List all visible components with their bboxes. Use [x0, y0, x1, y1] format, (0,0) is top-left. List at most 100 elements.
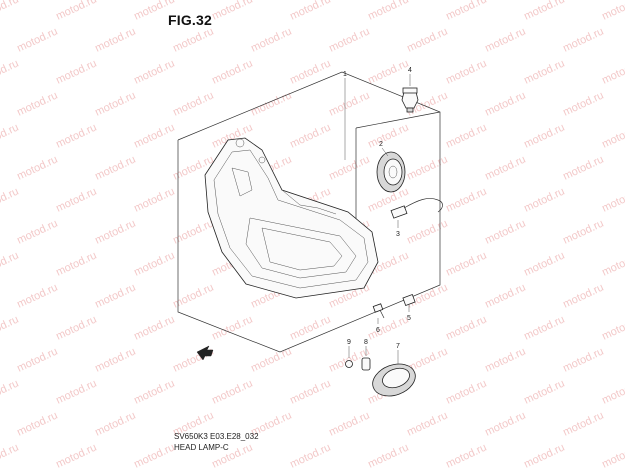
watermark-text: motod.ru	[54, 185, 98, 214]
watermark-text: motod.ru	[366, 313, 410, 342]
watermark-text: motod.ru	[522, 185, 566, 214]
callout-7: 7	[396, 343, 400, 350]
watermark-text: motod.ru	[522, 57, 566, 86]
watermark-text: motod.ru	[522, 121, 566, 150]
watermark-text: motod.ru	[327, 153, 371, 182]
watermark-text: motod.ru	[15, 409, 59, 438]
watermark-text: motod.ru	[288, 313, 332, 342]
watermark-text: motod.ru	[288, 0, 332, 23]
lens-cap	[372, 363, 416, 397]
callout-3: 3	[396, 231, 400, 238]
watermark-text: motod.ru	[0, 121, 21, 150]
watermark-text: motod.ru	[132, 249, 176, 278]
watermark-text: motod.ru	[132, 121, 176, 150]
position-lamp-socket	[402, 294, 416, 306]
watermark-text: motod.ru	[132, 377, 176, 406]
watermark-text: motod.ru	[522, 249, 566, 278]
watermark-text: motod.ru	[366, 57, 410, 86]
leader-lines	[344, 74, 411, 364]
watermark-text: motod.ru	[249, 25, 293, 54]
watermark-text: motod.ru	[132, 57, 176, 86]
watermark-text: motod.ru	[0, 313, 21, 342]
watermark-text: motod.ru	[561, 281, 605, 310]
watermark-text: motod.ru	[561, 25, 605, 54]
watermark-text: motod.ru	[54, 441, 98, 468]
callout-1: 1	[343, 71, 347, 78]
watermark-text: motod.ru	[0, 0, 21, 23]
watermark-text: motod.ru	[54, 249, 98, 278]
watermark-text: motod.ru	[483, 25, 527, 54]
watermark-text: motod.ru	[171, 89, 215, 118]
watermark-text: motod.ru	[483, 153, 527, 182]
watermark-text: motod.ru	[366, 0, 410, 23]
watermark-text: motod.ru	[93, 345, 137, 374]
callout-9: 9	[347, 339, 351, 346]
watermark-text: motod.ru	[132, 185, 176, 214]
watermark-text: motod.ru	[288, 377, 332, 406]
watermark-text: motod.ru	[561, 89, 605, 118]
watermark-text: motod.ru	[15, 217, 59, 246]
watermark-text: motod.ru	[210, 57, 254, 86]
watermark-text: motod.ru	[15, 153, 59, 182]
bulb-socket	[376, 151, 406, 193]
watermark-text: motod.ru	[93, 89, 137, 118]
watermark-text: motod.ru	[288, 57, 332, 86]
watermark-text: motod.ru	[444, 185, 488, 214]
watermark-text: motod.ru	[210, 377, 254, 406]
watermark-text: motod.ru	[327, 25, 371, 54]
callout-6: 6	[376, 327, 380, 334]
watermark-text: motod.ru	[600, 441, 625, 468]
watermark-text: motod.ru	[444, 0, 488, 23]
assembly-name: HEAD LAMP-C	[174, 443, 229, 452]
watermark-text: motod.ru	[171, 25, 215, 54]
watermark-text: motod.ru	[405, 25, 449, 54]
watermark-text: motod.ru	[483, 409, 527, 438]
headlamp-bulb	[401, 87, 419, 113]
watermark-text: motod.ru	[93, 217, 137, 246]
watermark-text: motod.ru	[600, 57, 625, 86]
watermark-text: motod.ru	[249, 89, 293, 118]
watermark-text: motod.ru	[366, 441, 410, 468]
watermark-text: motod.ru	[405, 409, 449, 438]
watermark-text: motod.ru	[561, 345, 605, 374]
watermark-text: motod.ru	[15, 25, 59, 54]
front-direction-arrow-icon	[196, 345, 214, 361]
watermark-text: motod.ru	[600, 121, 625, 150]
watermark-text: motod.ru	[0, 377, 21, 406]
model-code: SV650K3 E03.E28_032	[174, 432, 259, 441]
callout-4: 4	[408, 67, 412, 74]
callout-8: 8	[364, 339, 368, 346]
watermark-text: motod.ru	[444, 249, 488, 278]
watermark-text: motod.ru	[561, 409, 605, 438]
watermark-text: motod.ru	[54, 313, 98, 342]
watermark-text: motod.ru	[600, 313, 625, 342]
watermark-text: motod.ru	[210, 0, 254, 23]
watermark-text: motod.ru	[483, 89, 527, 118]
watermark-text: motod.ru	[444, 377, 488, 406]
watermark-text: motod.ru	[600, 249, 625, 278]
wire-harness	[390, 198, 443, 219]
watermark-text: motod.ru	[93, 409, 137, 438]
watermark-text: motod.ru	[522, 377, 566, 406]
callout-5: 5	[407, 315, 411, 322]
watermark-text: motod.ru	[444, 121, 488, 150]
watermark-text: motod.ru	[444, 441, 488, 468]
watermark-text: motod.ru	[288, 441, 332, 468]
watermark-text: motod.ru	[405, 217, 449, 246]
watermark-text: motod.ru	[0, 249, 21, 278]
watermark-text: motod.ru	[522, 313, 566, 342]
headlamp-housing	[204, 137, 379, 299]
callout-labels: 1 2 3 4 5 6 7 8 9	[343, 67, 412, 350]
watermark-text: motod.ru	[561, 217, 605, 246]
watermark-text: motod.ru	[483, 281, 527, 310]
watermark-text: motod.ru	[600, 377, 625, 406]
watermark-text: motod.ru	[405, 153, 449, 182]
watermark-text: motod.ru	[15, 281, 59, 310]
washer	[345, 360, 353, 368]
watermark-text: motod.ru	[600, 0, 625, 23]
watermark-text: motod.ru	[327, 89, 371, 118]
watermark-text: motod.ru	[54, 121, 98, 150]
watermark-text: motod.ru	[444, 57, 488, 86]
